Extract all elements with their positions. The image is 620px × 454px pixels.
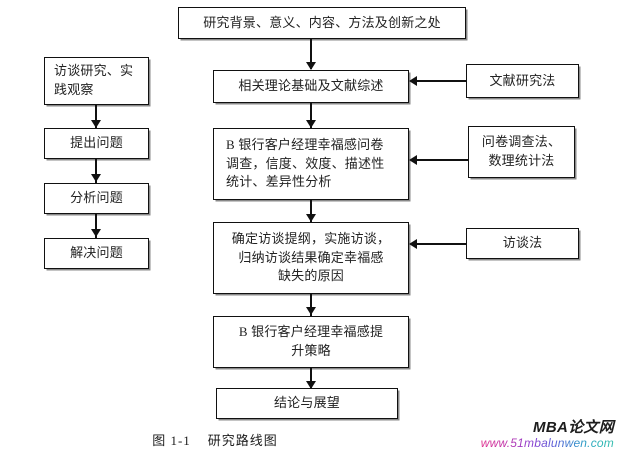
connector-node5-to-node6: [310, 368, 312, 390]
watermark: MBA论文网 www.51mbalunwen.com: [481, 420, 614, 449]
flow-node-theory-literature-review-line-1: 相关理论基础及文献综述: [238, 78, 384, 94]
figure-caption: 图 1-1 研究路线图: [152, 433, 278, 448]
method-node-questionnaire-statistics-line-2: 数理统计法: [488, 153, 555, 168]
flow-node-interview-outline: 确定访谈提纲，实施访谈， 归纳访谈结果确定幸福感 缺失的原因: [213, 222, 409, 294]
flow-node-interview-outline-line-2: 归纳访谈结果确定幸福感: [238, 249, 384, 265]
connector-method1-to-node2: [417, 80, 466, 82]
watermark-url[interactable]: www.51mbalunwen.com: [480, 435, 614, 450]
arrowhead-left2-to-left3: [91, 174, 101, 182]
method-node-questionnaire-statistics: 问卷调查法、 数理统计法: [468, 126, 575, 178]
connector-method3-to-node4: [417, 243, 466, 245]
flow-node-improvement-strategy: B 银行客户经理幸福感提 升策略: [213, 316, 409, 368]
flow-node-interview-outline-line-1: 确定访谈提纲，实施访谈，: [231, 230, 391, 246]
left-node-interview-observation-line-2: 践观察: [54, 82, 94, 97]
flow-node-questionnaire-survey-line-1: B 银行客户经理幸福感问卷: [226, 136, 384, 152]
left-node-interview-observation-line-1: 访谈研究、实: [54, 63, 134, 79]
flow-node-research-background-line-1: 研究背景、意义、内容、方法及创新之处: [203, 14, 441, 30]
flow-node-questionnaire-survey: B 银行客户经理幸福感问卷 调查，信度、效度、描述性 统计、差异性分析: [213, 128, 409, 200]
flow-node-conclusion-outlook-line-1: 结论与展望: [273, 395, 340, 411]
arrowhead-node2-to-node3: [306, 120, 316, 128]
flow-node-interview-outline-line-3: 缺失的原因: [277, 268, 344, 284]
arrowhead-node5-to-node6: [306, 381, 316, 389]
connector-node2-to-node3: [310, 103, 312, 128]
arrowhead-node4-to-node5: [306, 307, 316, 315]
left-node-analyze-question: 分析问题: [44, 183, 149, 214]
connector-node4-to-node5: [310, 294, 312, 316]
connector-method2-to-node3: [417, 159, 468, 161]
left-node-raise-question-line-1: 提出问题: [70, 135, 123, 151]
left-node-analyze-question-line-1: 分析问题: [70, 190, 123, 206]
watermark-brand: MBA论文网: [533, 419, 614, 436]
arrowhead-left3-to-left4: [91, 229, 101, 237]
method-node-questionnaire-statistics-line-1: 问卷调查法、: [481, 134, 562, 150]
left-node-solve-question-line-1: 解决问题: [70, 245, 123, 261]
arrowhead-left1-to-left2: [91, 120, 101, 128]
flow-node-questionnaire-survey-line-2: 调查，信度、效度、描述性: [226, 155, 385, 171]
connector-left1-to-left2: [95, 105, 97, 129]
method-node-literature-research: 文献研究法: [466, 64, 579, 98]
left-node-interview-observation: 访谈研究、实 践观察: [44, 57, 149, 105]
method-node-literature-research-line-1: 文献研究法: [489, 72, 556, 88]
flow-node-theory-literature-review: 相关理论基础及文献综述: [213, 70, 409, 103]
flow-node-questionnaire-survey-line-3: 统计、差异性分析: [226, 174, 332, 190]
connector-node1-to-node2: [310, 39, 312, 69]
flow-node-research-background: 研究背景、意义、内容、方法及创新之处: [178, 7, 466, 39]
flow-node-improvement-strategy-line-2: 升策略: [291, 343, 331, 358]
left-node-solve-question: 解决问题: [44, 238, 149, 269]
arrowhead-node1-to-node2: [306, 62, 316, 70]
connector-left3-to-left4: [95, 214, 97, 238]
method-node-interview-method-line-1: 访谈法: [502, 235, 543, 251]
arrowhead-method3-to-node4: [409, 239, 417, 249]
connector-left2-to-left3: [95, 159, 97, 183]
flow-node-conclusion-outlook: 结论与展望: [216, 388, 398, 419]
flow-node-improvement-strategy-line-1: B 银行客户经理幸福感提: [238, 324, 384, 340]
left-node-raise-question: 提出问题: [44, 128, 149, 159]
arrowhead-method2-to-node3: [409, 155, 417, 165]
method-node-interview-method: 访谈法: [466, 228, 579, 259]
arrowhead-method1-to-node2: [409, 76, 417, 86]
arrowhead-node3-to-node4: [306, 214, 316, 222]
connector-node3-to-node4: [310, 200, 312, 222]
